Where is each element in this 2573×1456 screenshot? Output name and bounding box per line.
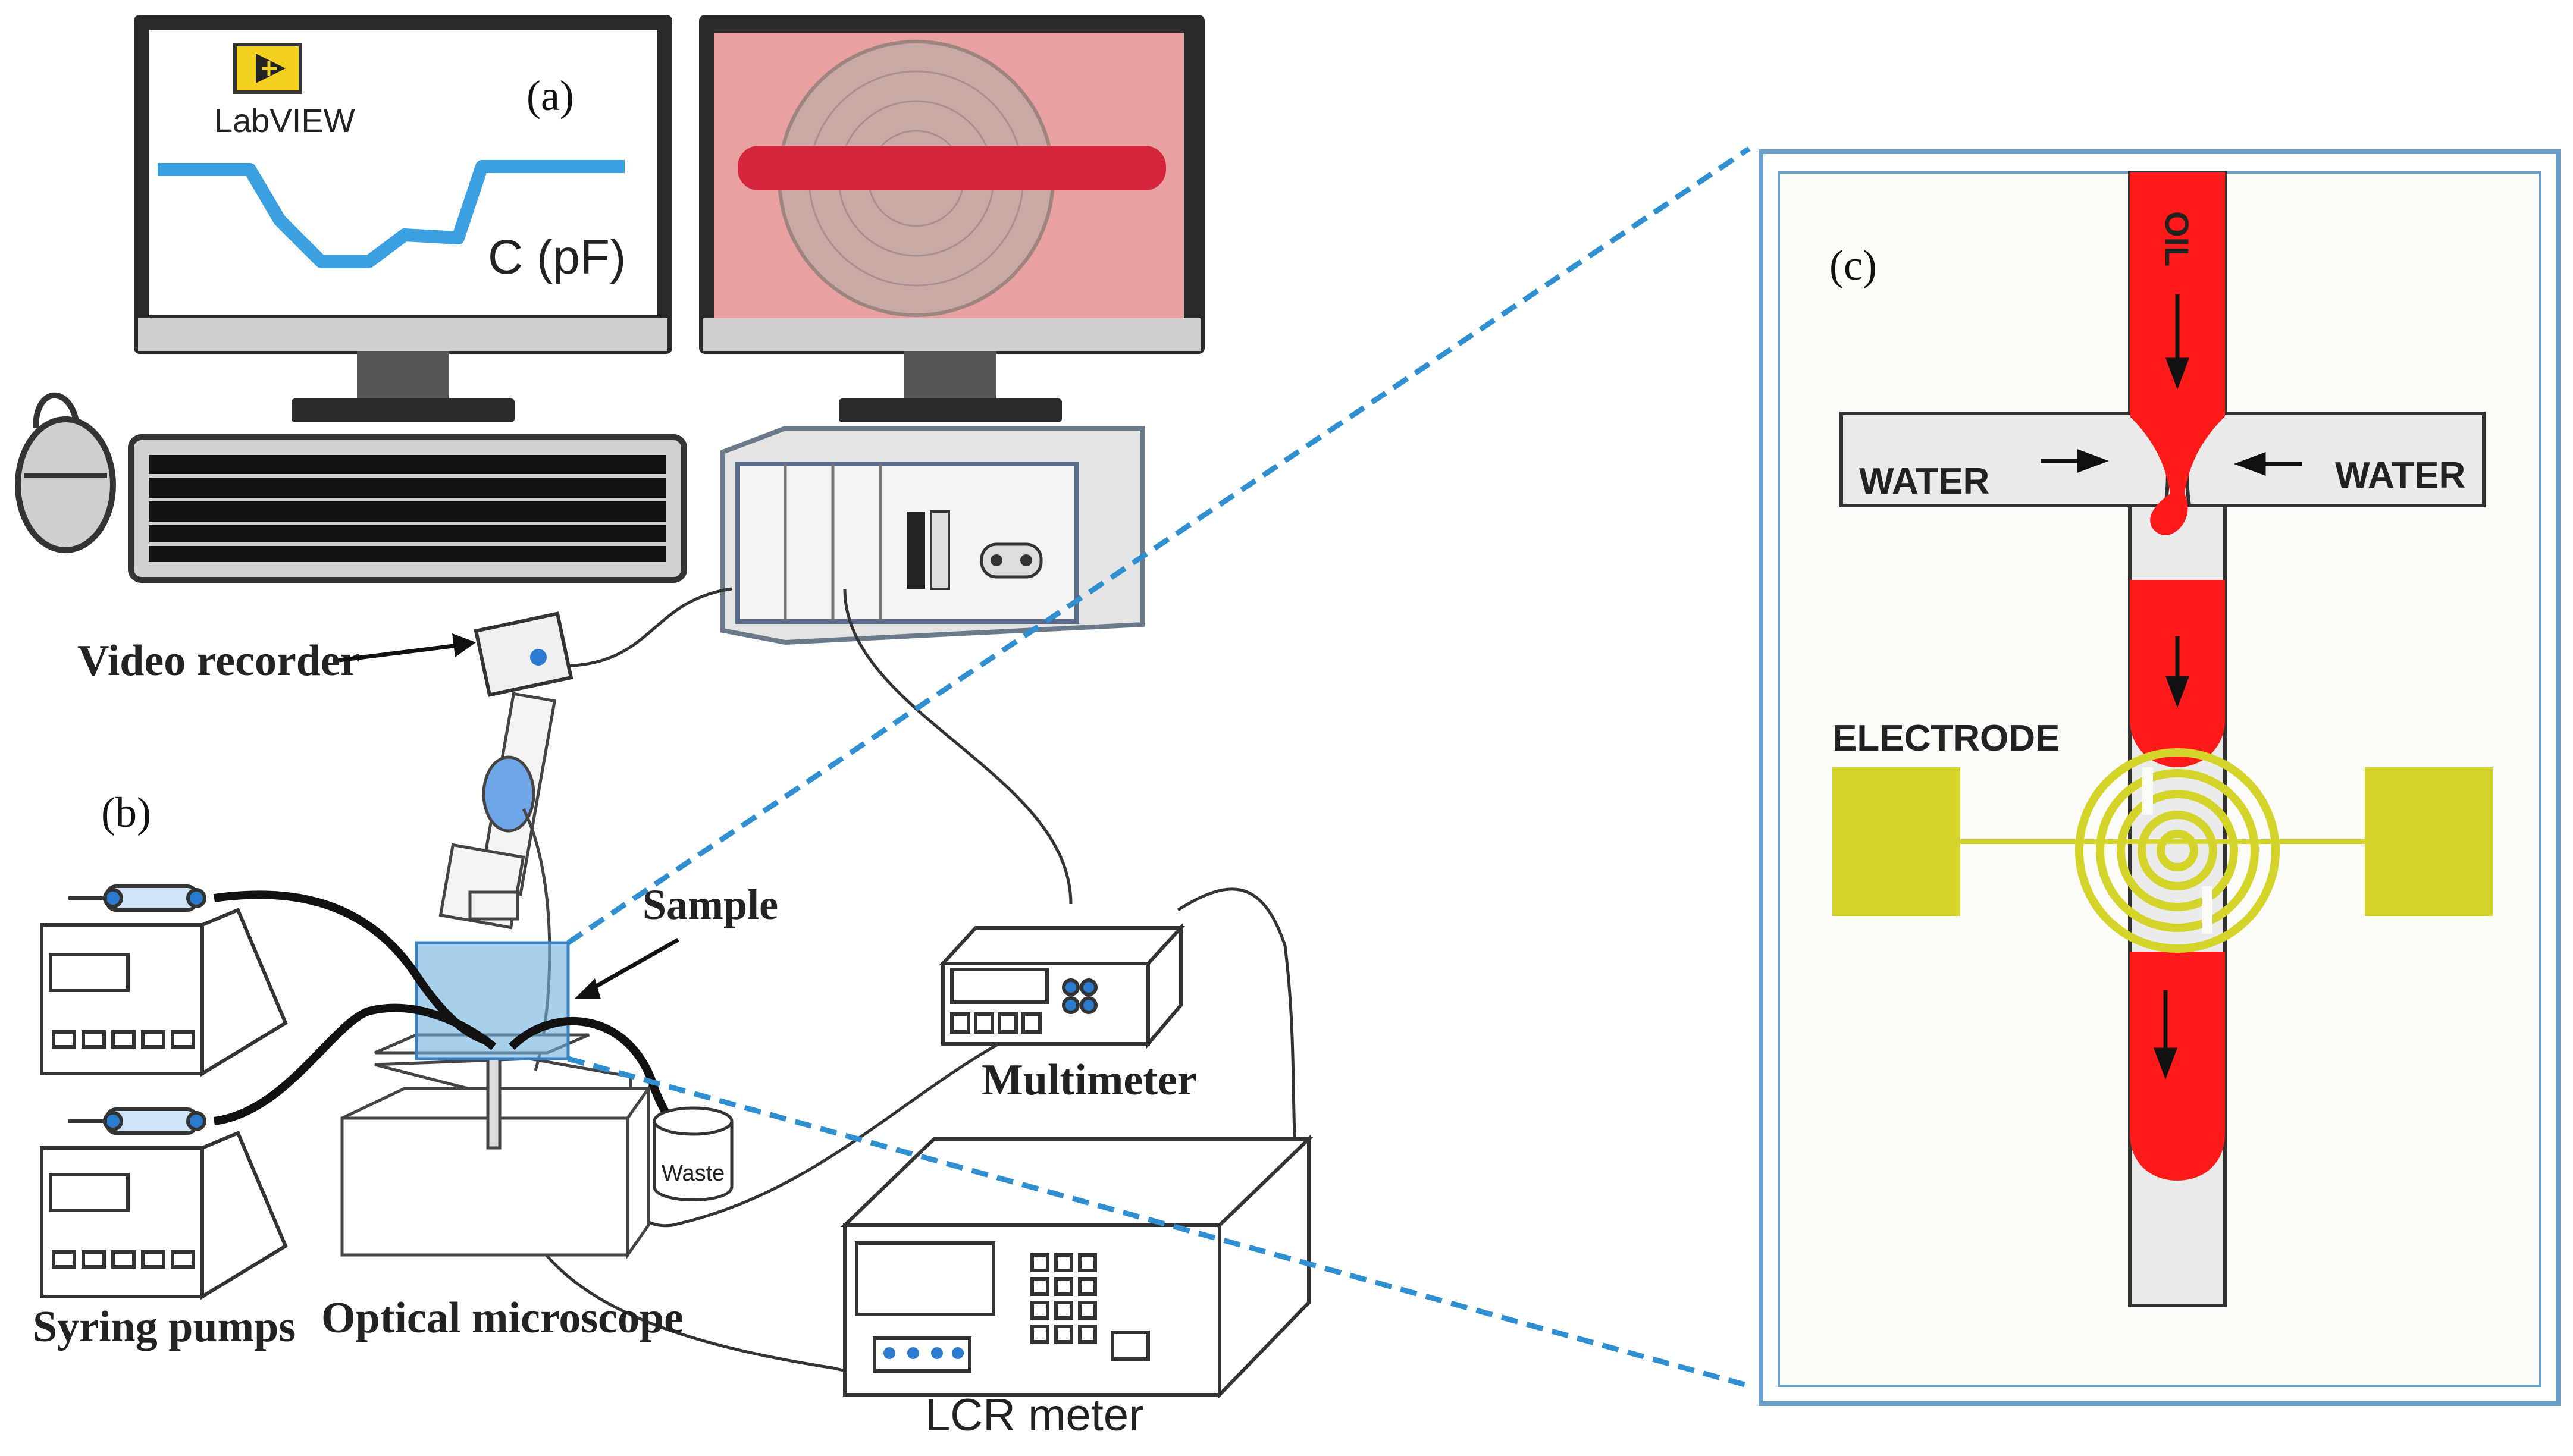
panel-label-c: (c) <box>1829 241 1877 289</box>
electrode <box>1832 748 2493 953</box>
video-recorder <box>474 611 573 697</box>
multimeter <box>939 923 1185 1049</box>
video-recorder-label: Video recorder <box>77 636 360 685</box>
lcr-meter-label: LCR meter <box>925 1390 1143 1441</box>
waste-container <box>653 1106 734 1201</box>
flow-arrows <box>2041 294 2302 1080</box>
capacitance-axis-label: C (pF) <box>488 230 626 284</box>
oil-label: OIL <box>2158 211 2196 266</box>
syringe-pump-top <box>40 884 288 1077</box>
labview-logo <box>233 43 302 94</box>
zoom-lines <box>566 146 1751 1389</box>
panel-label-a: (a) <box>526 72 574 120</box>
video-recorder-arrow <box>339 633 476 663</box>
water-left-label: WATER <box>1859 461 1989 502</box>
electrode-label: ELECTRODE <box>1832 718 2060 759</box>
keyboard <box>128 434 687 583</box>
panel-label-b: (b) <box>101 789 151 836</box>
syringe-pump-bottom <box>40 1107 288 1300</box>
labview-text: LabVIEW <box>214 102 355 139</box>
computer-tower <box>720 426 1145 645</box>
multimeter-label: Multimeter <box>982 1056 1197 1104</box>
syringe-pumps-label: Syring pumps <box>33 1303 296 1351</box>
lcr-meter <box>840 1134 1314 1399</box>
capacitance-trace <box>158 160 625 268</box>
water-right-label: WATER <box>2335 455 2465 496</box>
right-monitor <box>699 15 1205 422</box>
left-monitor <box>134 15 672 422</box>
sample-arrow <box>574 937 679 999</box>
mouse <box>15 393 116 553</box>
sample-chip <box>415 941 570 1060</box>
sample-label: Sample <box>643 881 778 928</box>
waste-label: Waste <box>662 1161 725 1186</box>
optical-microscope-label: Optical microscope <box>321 1294 684 1342</box>
